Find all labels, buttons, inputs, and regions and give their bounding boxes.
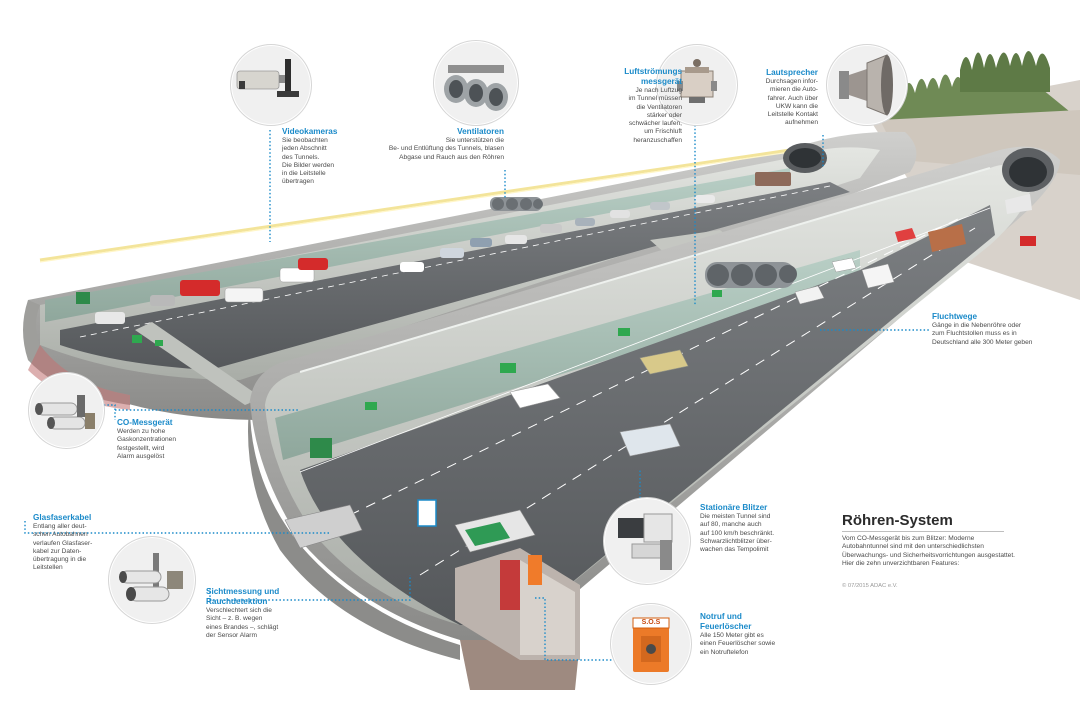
speed-camera-icon — [603, 497, 691, 585]
callout-title: Fluchtwege — [932, 312, 978, 321]
callout-title: Lautsprecher — [766, 68, 818, 77]
title-divider — [842, 531, 1004, 532]
sos-box-icon: S.O.S — [610, 603, 692, 685]
callout-title: Glasfaserkabel — [33, 513, 92, 522]
callout-title: Videokameras — [282, 127, 338, 136]
exit-signs — [76, 290, 722, 458]
callout-glasfaserkabel: Glasfaserkabel Entlang aller deut-schen … — [33, 513, 113, 573]
airflow-meter-icon — [656, 44, 738, 126]
callout-title: CO-Messgerät — [117, 418, 173, 427]
rear-tube-fans — [490, 197, 543, 211]
connector-lines — [24, 125, 930, 661]
fan-icon — [433, 40, 519, 126]
callout-title: Ventilatoren — [457, 127, 504, 136]
copyright-credit: © 07/2015 ADAC e.V. — [842, 583, 898, 589]
sos-label: S.O.S — [641, 619, 661, 626]
rear-tube-traffic — [95, 172, 791, 324]
callout-blitzer: Stationäre Blitzer Die meisten Tunnel si… — [700, 503, 792, 554]
callout-title: Stationäre Blitzer — [700, 503, 768, 512]
front-tube-fans — [705, 262, 797, 288]
page-description: Vom CO-Messgerät bis zum Blitzer: Modern… — [842, 535, 1016, 568]
front-tube-traffic — [284, 194, 1032, 553]
loudspeaker-icon — [826, 44, 908, 126]
co-sensor-icon — [28, 372, 105, 449]
front-tube — [248, 146, 1060, 690]
camera-icon — [230, 44, 312, 126]
visibility-sensor-icon — [108, 536, 196, 624]
callout-lautsprecher: Lautsprecher Durchsagen infor-mieren die… — [744, 68, 818, 128]
escape-route-sign — [1020, 236, 1036, 246]
callout-text: Durchsagen infor-mieren die Auto-fahrer.… — [765, 78, 818, 127]
page-title: Röhren-System — [842, 512, 953, 529]
emergency-booth — [417, 499, 580, 660]
